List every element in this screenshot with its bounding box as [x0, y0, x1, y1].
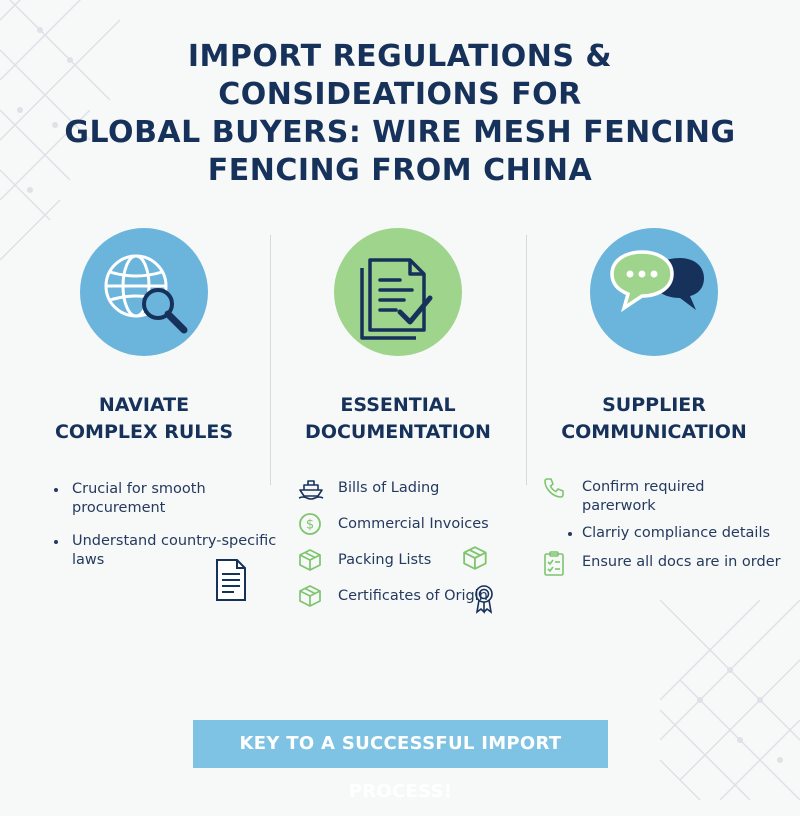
box-icon: [299, 549, 321, 571]
column-divider: [270, 235, 271, 485]
page-title: IMPORT REGULATIONS & CONSIDEATIONS FOR G…: [60, 38, 740, 190]
phone-icon: [544, 478, 564, 498]
globe-search-icon: [80, 228, 208, 356]
title-line-3: FENCING FROM CHINA: [207, 153, 593, 188]
title-line-1: IMPORT REGULATIONS & CONSIDEATIONS FOR: [187, 39, 613, 112]
list-item: Clarriy compliance details: [542, 524, 782, 543]
list-item: Understand country-specific laws: [50, 532, 280, 570]
mesh-pattern-bottom-right: [660, 600, 800, 800]
bullet: [568, 532, 572, 536]
checklist-icon: [544, 551, 564, 576]
box-icon: [299, 585, 321, 607]
column-heading: NAVIATE COMPLEX RULES: [54, 394, 234, 443]
bullet: [54, 488, 58, 492]
column-heading: ESSENTIAL DOCUMENTATION: [305, 394, 491, 443]
list-item: Bills of Lading: [298, 478, 528, 514]
list-item: Certificates of Origin: [298, 585, 528, 622]
box-icon: [463, 546, 487, 570]
ship-icon: [298, 480, 324, 500]
communication-list: Confirm required parerwork Clarriy compl…: [542, 478, 782, 576]
column-heading: SUPPLIER COMMUNICATION: [561, 394, 747, 443]
column-navigate-rules: NAVIATE COMPLEX RULES Crucial for smooth…: [14, 228, 276, 601]
document-icon: [216, 559, 246, 601]
list-item: Confirm required parerwork: [542, 478, 782, 516]
list-item: Crucial for smooth procurement: [50, 480, 280, 518]
documentation-list: Bills of Lading $ Commercial Invoices Pa…: [298, 478, 528, 622]
list-item: Packing Lists: [298, 549, 528, 586]
key-banner: KEY TO A SUCCESSFUL IMPORT PROCESS!: [193, 720, 608, 802]
column-documentation: ESSENTIAL DOCUMENTATION Bills of Lading …: [268, 228, 528, 614]
title-line-2: GLOBAL BUYERS: WIRE MESH FENCING: [64, 115, 736, 150]
column-divider: [526, 235, 527, 485]
dollar-icon: $: [299, 513, 321, 535]
svg-text:$: $: [306, 518, 314, 533]
documents-check-icon: [334, 228, 462, 356]
bullet: [54, 540, 58, 544]
rules-list: Crucial for smooth procurement Understan…: [50, 480, 280, 584]
list-item: $ Commercial Invoices: [298, 513, 528, 550]
list-item: Ensure all docs are in order: [542, 551, 782, 576]
award-seal-icon: [475, 585, 493, 614]
column-supplier-communication: SUPPLIER COMMUNICATION Confirm required …: [524, 228, 784, 576]
chat-bubbles-icon: [590, 228, 718, 356]
